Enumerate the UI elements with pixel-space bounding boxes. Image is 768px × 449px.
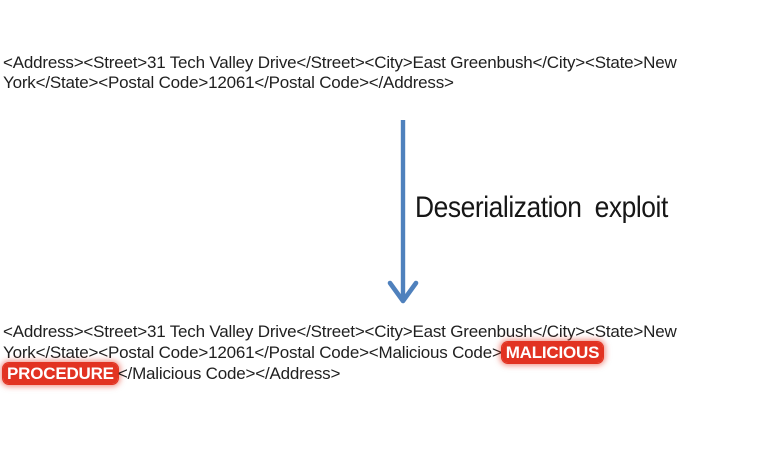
malicious-code-highlight: PROCEDURE: [3, 363, 118, 384]
original-xml-line-1: <Address><Street>31 Tech Valley Drive</S…: [3, 53, 677, 72]
malicious-code-highlight: MALICIOUS: [501, 342, 604, 363]
down-arrow-icon: [387, 120, 419, 304]
exploited-xml-line-2-plain: York</State><Postal Code>12061</Postal C…: [3, 343, 502, 362]
original-xml-block: <Address><Street>31 Tech Valley Drive</S…: [3, 53, 677, 93]
original-xml-line-2: York</State><Postal Code>12061</Postal C…: [3, 73, 454, 92]
exploited-xml-line-2: York</State><Postal Code>12061</Postal C…: [3, 342, 677, 363]
exploited-xml-line-1: <Address><Street>31 Tech Valley Drive</S…: [3, 322, 677, 341]
exploited-xml-line-3: PROCEDURE</Malicious Code></Address>: [3, 363, 677, 384]
exploited-xml-line-3-plain: </Malicious Code></Address>: [117, 364, 341, 383]
exploited-xml-block: <Address><Street>31 Tech Valley Drive</S…: [3, 321, 677, 384]
arrow-label: Deserialization exploit: [415, 191, 668, 224]
